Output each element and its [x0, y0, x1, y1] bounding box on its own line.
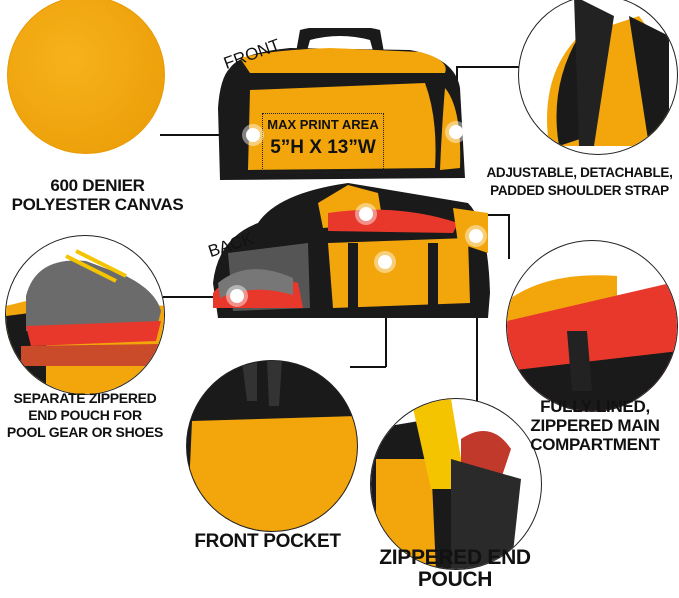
feature-label-end-pouch-shoes: SEPARATE ZIPPERED END POUCH FOR POOL GEA…	[6, 390, 164, 440]
end-pouch-shoes-closeup-image	[5, 235, 165, 395]
connector-endpouch	[476, 236, 478, 411]
shoulder-strap-closeup-image	[518, 0, 678, 155]
hotspot-strap[interactable]	[449, 125, 463, 139]
feature-label-main-compartment: FULLY LINED, ZIPPERED MAIN COMPARTMENT	[530, 397, 660, 455]
feature-label-strap: ADJUSTABLE, DETACHABLE, PADDED SHOULDER …	[486, 165, 673, 198]
print-area-title: MAX PRINT AREA	[267, 117, 379, 132]
print-area-box	[262, 113, 384, 173]
hotspot-end-pouch[interactable]	[469, 229, 483, 243]
end-pouch-closeup-image	[370, 398, 542, 570]
connector-main-v	[508, 214, 510, 259]
main-compartment-closeup-image	[506, 240, 678, 412]
feature-label-canvas: 600 DENIER POLYESTER CANVAS	[11, 176, 184, 214]
connector-strap-h	[456, 66, 522, 68]
connector-shoes	[163, 296, 233, 298]
hotspot-front-pocket[interactable]	[378, 255, 392, 269]
canvas-closeup-image	[7, 0, 165, 154]
connector-pocket-h	[350, 366, 386, 368]
hotspot-main-compartment[interactable]	[359, 207, 373, 221]
back-bag-image	[213, 183, 490, 318]
feature-label-zippered-end-pouch: ZIPPERED END POUCH	[379, 546, 531, 592]
front-bag-image	[218, 28, 465, 180]
print-area-size: 5”H X 13”W	[270, 137, 376, 158]
hotspot-shoes[interactable]	[230, 289, 244, 303]
hotspot-canvas[interactable]	[246, 128, 260, 142]
feature-label-front-pocket: FRONT POCKET	[194, 531, 341, 552]
connector-canvas	[160, 134, 255, 136]
front-pocket-closeup-image	[186, 360, 358, 532]
